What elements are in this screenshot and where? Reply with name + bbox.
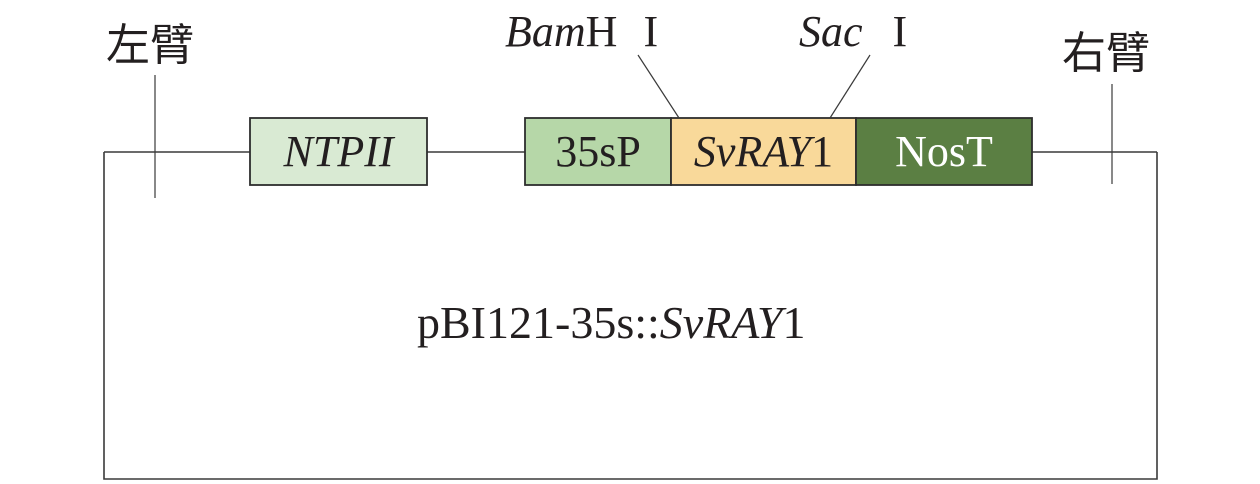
ntpii-box bbox=[249, 117, 428, 186]
terminator-label-plain: NosT bbox=[895, 126, 993, 176]
gene-label-plain: 1 bbox=[811, 126, 834, 176]
left-arm-label: 左臂 bbox=[106, 20, 194, 71]
promoter-label-plain: 35sP bbox=[555, 126, 641, 176]
bamhi-site-leader bbox=[637, 54, 680, 119]
bamhi-name-plain: H bbox=[585, 7, 618, 56]
vector-name-prefix: pBI121-35s:: bbox=[417, 297, 660, 348]
saci-site-label: Sac I bbox=[799, 10, 907, 54]
saci-name-italic: Sac bbox=[799, 7, 863, 56]
bamhi-name-italic: Bam bbox=[505, 7, 586, 56]
vector-name-gene-suffix: 1 bbox=[782, 297, 806, 348]
nost-terminator-label: NosT bbox=[856, 118, 1032, 185]
vector-name-title: pBI121-35s::SvRAY1 bbox=[417, 300, 805, 346]
vector-name-gene-italic: SvRAY bbox=[659, 297, 783, 348]
saci-numeral: I bbox=[892, 7, 908, 56]
vector-backbone bbox=[103, 152, 1158, 480]
ntpii-label-italic: NTPII bbox=[283, 126, 394, 176]
saci-site-leader bbox=[829, 54, 871, 119]
nost-terminator-box bbox=[855, 117, 1033, 186]
bamhi-numeral: I bbox=[643, 7, 659, 56]
promoter-35sp-label: 35sP bbox=[525, 118, 671, 185]
gene-label-italic: SvRAY bbox=[693, 126, 812, 176]
right-arm-label: 右臂 bbox=[1062, 28, 1150, 79]
ntpii-label: NTPII bbox=[250, 118, 427, 185]
